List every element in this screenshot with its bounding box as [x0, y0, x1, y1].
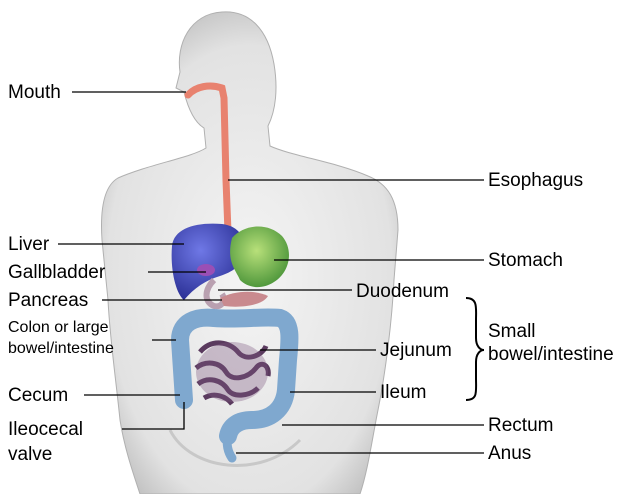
label-jejunum: Jejunum — [380, 340, 452, 361]
label-mouth: Mouth — [8, 82, 61, 103]
label-colon-line1: Colon or large — [8, 319, 109, 336]
stomach-organ — [230, 226, 289, 288]
label-liver: Liver — [8, 234, 50, 255]
label-ileum: Ileum — [380, 382, 427, 403]
label-pancreas: Pancreas — [8, 290, 89, 311]
label-ileocecal-line2: valve — [8, 444, 53, 465]
label-ileocecal-line1: Ileocecal — [8, 419, 83, 440]
label-colon-line2: bowel/intestine — [8, 340, 114, 357]
label-stomach: Stomach — [488, 250, 563, 271]
colon-organ — [170, 308, 299, 445]
label-anus: Anus — [488, 443, 532, 464]
leader-lines — [58, 91, 484, 454]
small-intestine-fill — [196, 342, 268, 402]
label-small-line1: Small — [488, 321, 536, 342]
label-esophagus: Esophagus — [488, 170, 584, 191]
label-gallbladder: Gallbladder — [8, 262, 106, 283]
gallbladder-organ — [197, 264, 215, 276]
small-intestine-brace — [465, 297, 485, 401]
label-duodenum: Duodenum — [356, 281, 449, 302]
pancreas-organ — [220, 291, 268, 307]
esophagus-tube — [184, 82, 232, 236]
rectum-organ — [222, 431, 237, 463]
groin-shading — [168, 429, 302, 467]
liver-organ — [171, 223, 245, 300]
label-small-line2: bowel/intestine — [488, 344, 614, 365]
label-rectum: Rectum — [488, 415, 554, 436]
label-cecum: Cecum — [8, 385, 69, 406]
small-intestine-organ — [194, 340, 271, 406]
